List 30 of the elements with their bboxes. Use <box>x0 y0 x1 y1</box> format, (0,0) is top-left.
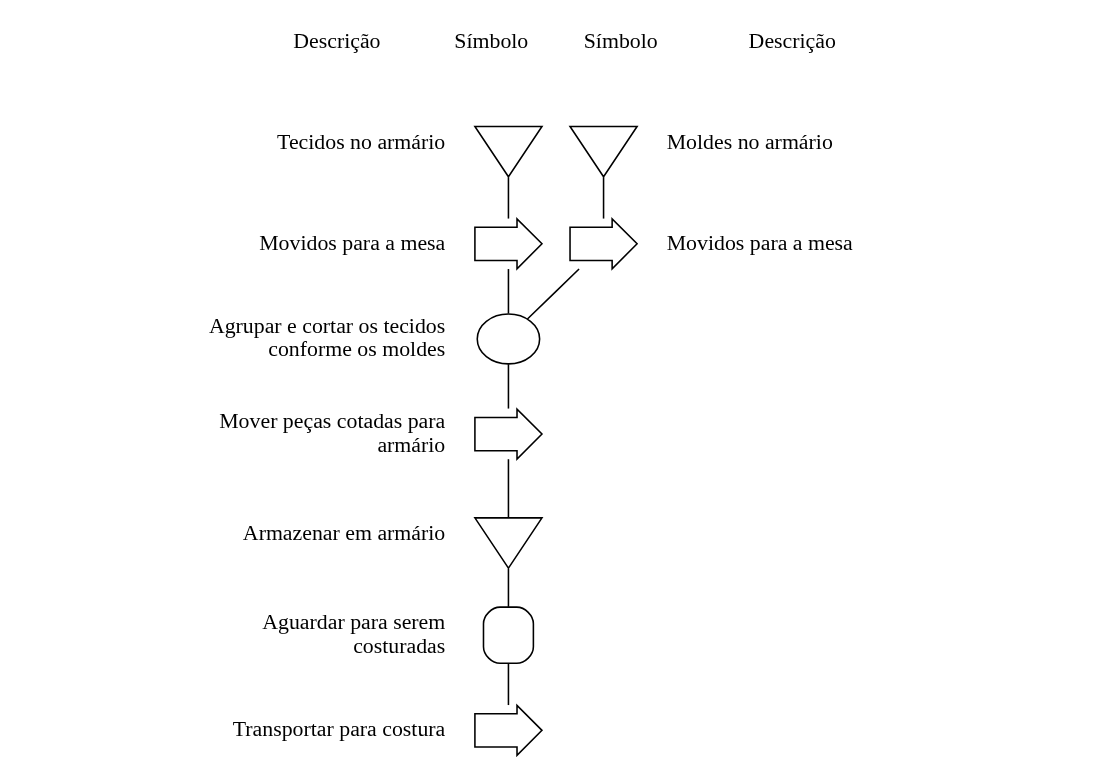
node-label: Aguardar para serem costuradas <box>261 610 445 658</box>
node-label: Movidos para a mesa <box>666 230 853 255</box>
connector <box>602 176 604 220</box>
node-label: Transportar para costura <box>232 717 445 742</box>
node-label: Tecidos no armário <box>276 130 445 155</box>
node-half-circle <box>482 606 534 665</box>
label: Descrição <box>292 29 381 54</box>
node-triangle <box>472 125 543 179</box>
node-triangle <box>568 125 639 179</box>
node-arrow <box>568 217 638 271</box>
node-triangle <box>472 517 543 570</box>
node-label: Movidos para a mesa <box>258 230 445 255</box>
node-arrow <box>473 703 543 758</box>
node-circle <box>475 313 540 365</box>
connector <box>507 363 509 410</box>
node-label: Mover peças cotadas para armário <box>218 409 445 457</box>
node-arrow <box>473 407 543 461</box>
node-label: Moldes no armário <box>666 130 833 155</box>
node-label: Armazenar em armário <box>242 521 445 546</box>
connector <box>507 662 509 706</box>
connector <box>507 268 509 315</box>
connector <box>507 458 509 519</box>
label: Descrição <box>748 29 836 54</box>
connector <box>526 268 580 320</box>
node-label: Agrupar e cortar os tecidos conforme os moldes <box>208 314 445 362</box>
connector <box>507 176 509 220</box>
label: Símbolo <box>453 29 528 54</box>
label: Símbolo <box>583 29 658 54</box>
node-arrow <box>473 217 543 271</box>
connector <box>507 567 509 608</box>
